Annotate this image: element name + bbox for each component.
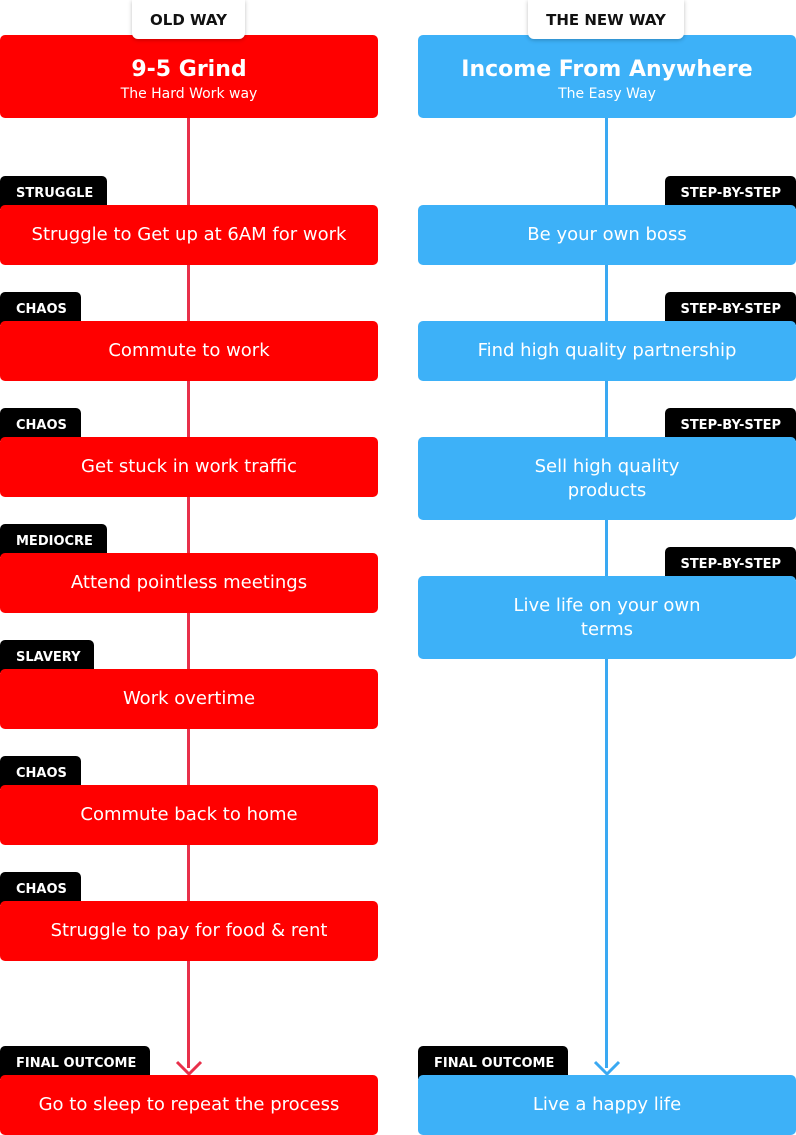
- step-tag: STEP-BY-STEP: [665, 176, 796, 209]
- new-way-title-card: Income From Anywhere The Easy Way: [418, 35, 796, 118]
- step-box: Commute to work: [0, 321, 378, 381]
- step-box: Be your own boss: [418, 205, 796, 265]
- old-way-title: 9-5 Grind: [131, 57, 247, 82]
- step-box: Get stuck in work traffic: [0, 437, 378, 497]
- final-outcome-tag: FINAL OUTCOME: [0, 1046, 151, 1079]
- step-box: Commute back to home: [0, 785, 378, 845]
- step-box: Attend pointless meetings: [0, 553, 378, 613]
- old-way-subtitle: The Hard Work way: [120, 86, 258, 102]
- step-tag: STRUGGLE: [0, 176, 108, 209]
- step-tag: CHAOS: [0, 408, 81, 441]
- step-tag: CHAOS: [0, 872, 81, 905]
- step-box: Work overtime: [0, 669, 378, 729]
- old-way-arrow-down-icon: [175, 1060, 203, 1077]
- final-outcome-box: Live a happy life: [418, 1075, 796, 1135]
- new-way-subtitle: The Easy Way: [558, 86, 656, 102]
- step-tag: SLAVERY: [0, 640, 95, 673]
- new-way-header: THE NEW WAY: [528, 0, 684, 39]
- step-box: Struggle to Get up at 6AM for work: [0, 205, 378, 265]
- old-way-column: OLD WAY 9-5 Grind The Hard Work way STRU…: [0, 0, 378, 1135]
- step-tag: MEDIOCRE: [0, 524, 107, 557]
- step-tag: CHAOS: [0, 756, 81, 789]
- final-outcome-tag: FINAL OUTCOME: [418, 1046, 569, 1079]
- step-box: Sell high quality products: [418, 437, 796, 520]
- new-way-title: Income From Anywhere: [461, 57, 753, 82]
- step-tag: CHAOS: [0, 292, 81, 325]
- step-tag: STEP-BY-STEP: [665, 547, 796, 580]
- new-way-arrow-down-icon: [593, 1060, 621, 1077]
- step-tag: STEP-BY-STEP: [665, 408, 796, 441]
- step-tag: STEP-BY-STEP: [665, 292, 796, 325]
- step-box: Struggle to pay for food & rent: [0, 901, 378, 961]
- final-outcome-box: Go to sleep to repeat the process: [0, 1075, 378, 1135]
- old-way-header: OLD WAY: [132, 0, 245, 39]
- old-way-title-card: 9-5 Grind The Hard Work way: [0, 35, 378, 118]
- new-way-column: THE NEW WAY Income From Anywhere The Eas…: [418, 0, 796, 1135]
- step-box: Live life on your own terms: [418, 576, 796, 659]
- step-box: Find high quality partnership: [418, 321, 796, 381]
